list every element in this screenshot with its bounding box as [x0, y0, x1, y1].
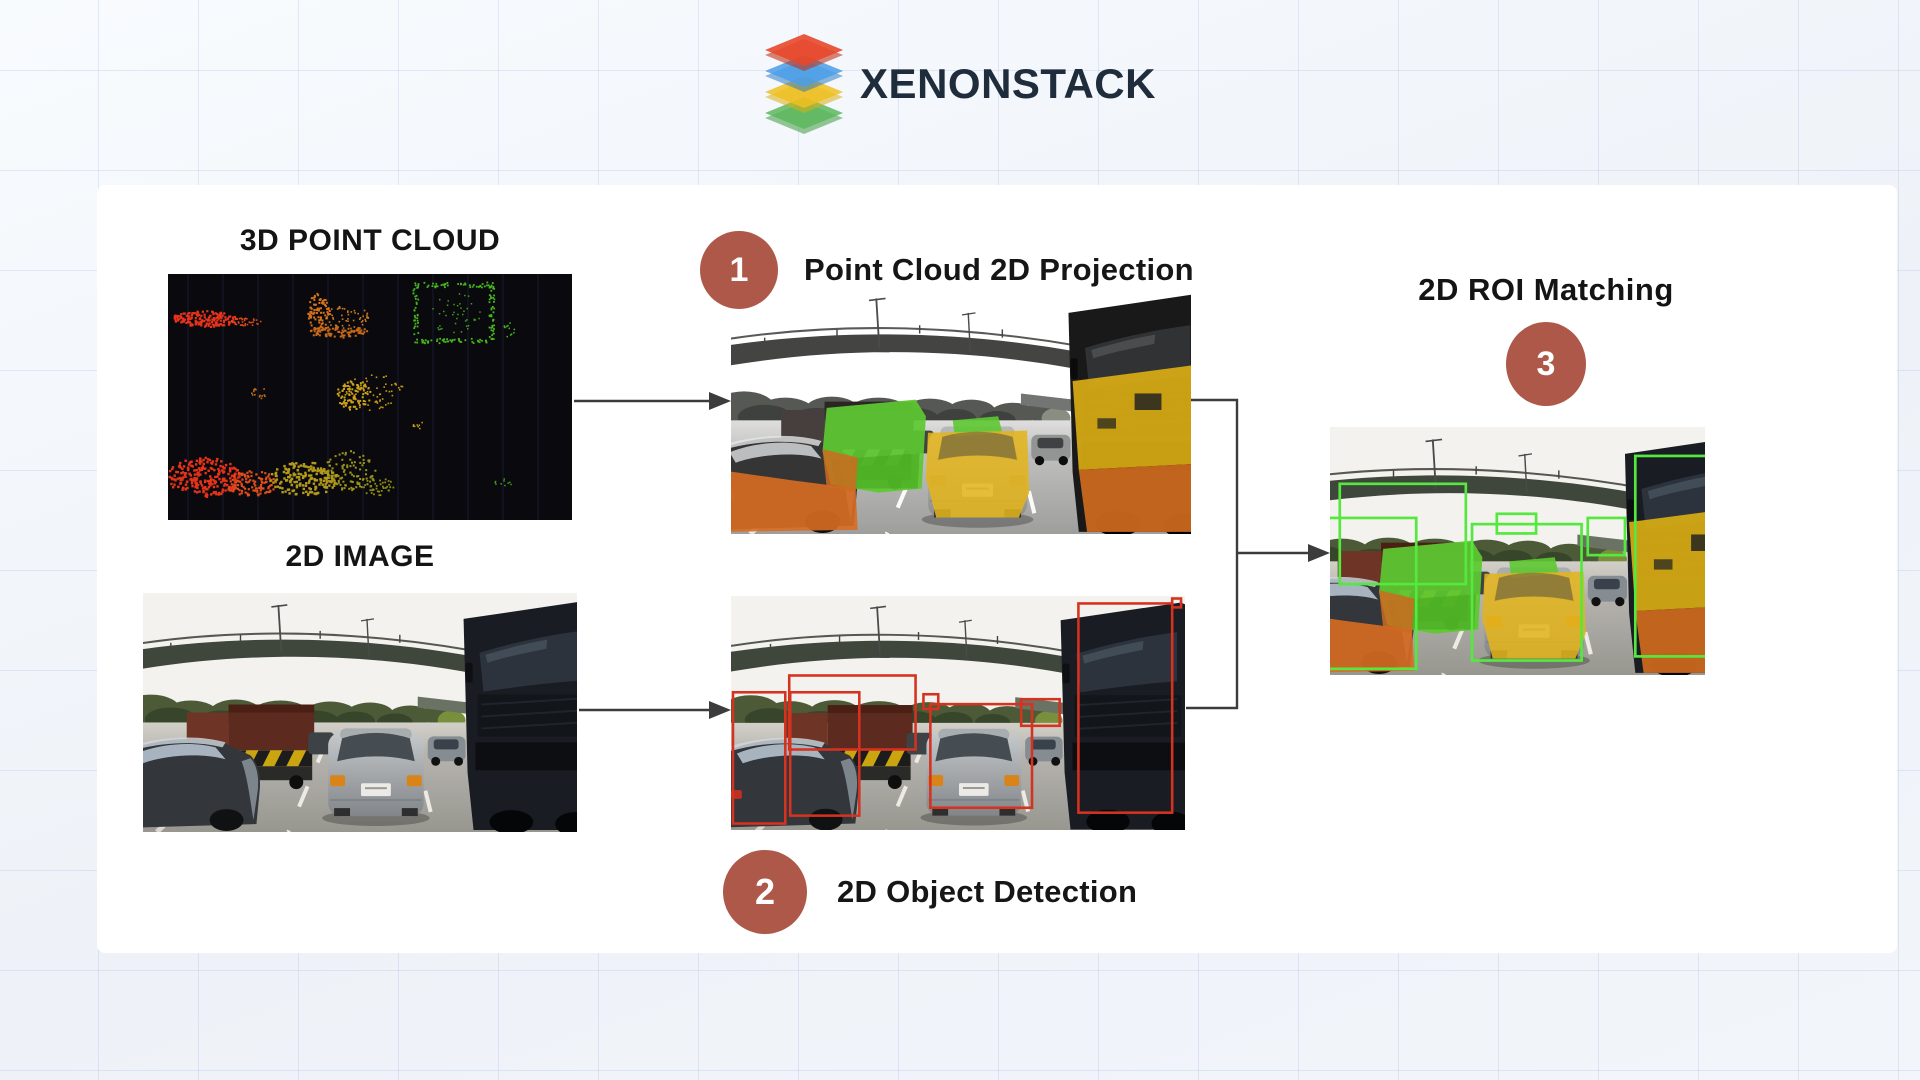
point-cloud-image: [168, 274, 572, 520]
xenonstack-logo: XENONSTACK: [764, 34, 1156, 134]
label-2d-image: 2D IMAGE: [285, 540, 435, 573]
step-1-badge: 1: [700, 231, 778, 309]
step-2-header: 2 2D Object Detection: [723, 850, 1137, 934]
label-3d-point-cloud: 3D POINT CLOUD: [239, 224, 501, 257]
step-1-header: 1 Point Cloud 2D Projection: [700, 231, 1194, 309]
step-3-label: 2D ROI Matching: [1418, 272, 1674, 307]
point-cloud-graphic: [168, 274, 572, 520]
step-1-label: Point Cloud 2D Projection: [804, 252, 1194, 287]
traffic-scene-graphic: [143, 593, 577, 832]
roi-matching-image: [1330, 427, 1705, 675]
point-cloud-projection-image: [731, 286, 1191, 534]
2d-image: [143, 593, 577, 832]
step-3-badge: 3: [1506, 322, 1586, 406]
xenonstack-logo-icon: [765, 34, 844, 134]
step-2-label: 2D Object Detection: [837, 874, 1138, 909]
traffic-scene-graphic: [731, 596, 1185, 830]
traffic-scene-graphic: [731, 286, 1191, 534]
step-2-badge: 2: [723, 850, 807, 934]
logo-wordmark: XENONSTACK: [860, 60, 1156, 107]
object-detection-image: [731, 596, 1185, 830]
traffic-scene-graphic: [1330, 427, 1705, 675]
